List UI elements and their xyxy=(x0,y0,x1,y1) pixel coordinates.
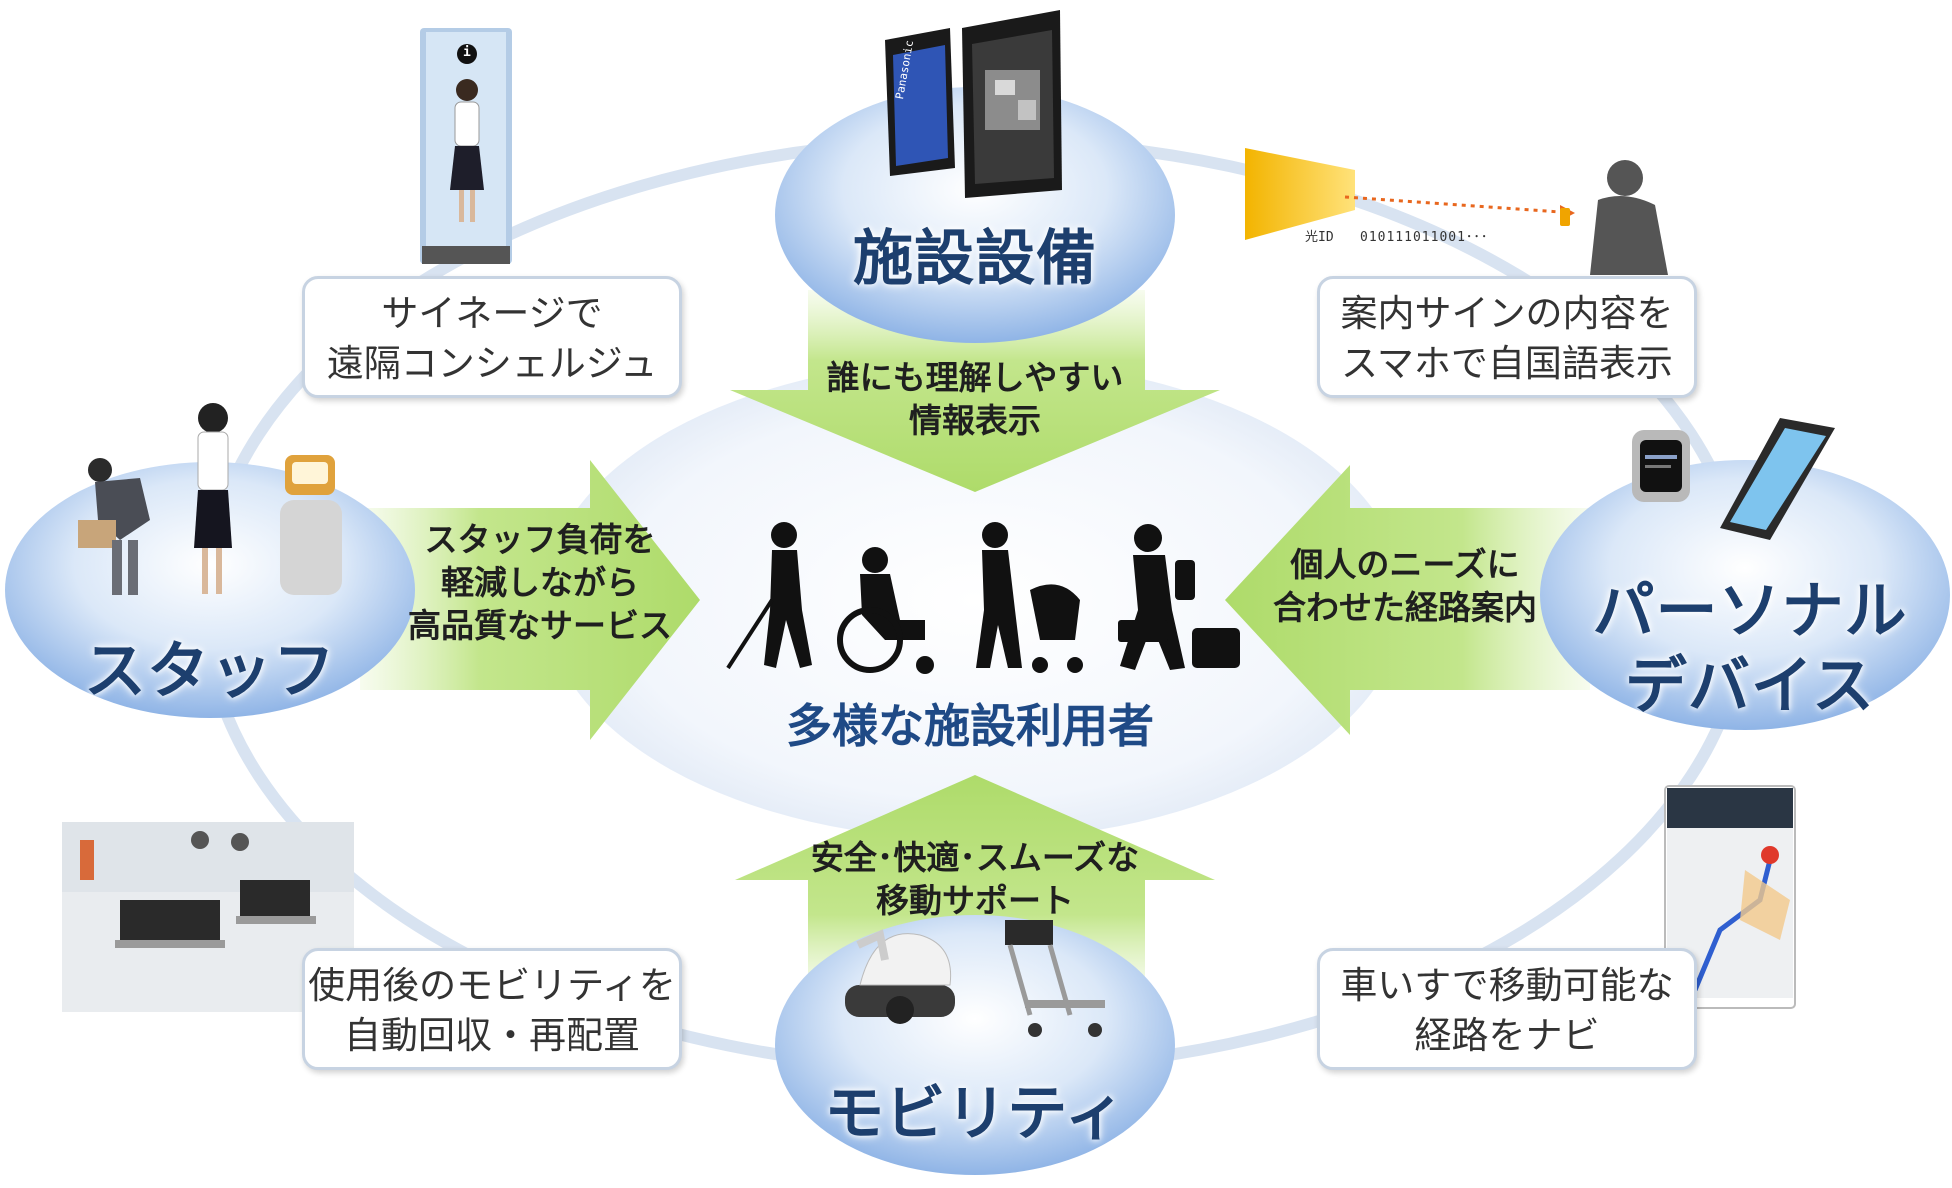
arrow-bottom-text: 安全･快適･スムーズな 移動サポート xyxy=(775,836,1175,922)
callout-signage-line2: 遠隔コンシェルジュ xyxy=(326,342,658,385)
arrow-top-text: 誰にも理解しやすい 情報表示 xyxy=(775,356,1175,442)
arrow-right-line2: 合わせた経路案内 xyxy=(1273,588,1537,627)
arrow-right xyxy=(1225,465,1590,735)
diverse-users-silhouettes xyxy=(726,522,1240,674)
arrow-top xyxy=(730,290,1220,492)
signage-concierge-illustration xyxy=(420,28,512,264)
light-id-illustration xyxy=(1245,148,1668,275)
center-title: 多様な施設利用者 xyxy=(786,699,1154,753)
callout-mobility-return-line1: 使用後のモビリティを xyxy=(308,964,676,1007)
callout-signage-line1: サイネージで xyxy=(381,292,603,335)
node-personal-label-line2: デバイス xyxy=(1624,649,1876,722)
arrow-left-line3: 高品質なサービス xyxy=(408,606,672,645)
node-personal-label-line1: パーソナル xyxy=(1592,574,1908,647)
info-glyph-icon: i xyxy=(463,45,471,60)
arrow-bottom xyxy=(735,775,1215,990)
callout-wheelchair-nav-line2: 経路をナビ xyxy=(1414,1014,1600,1057)
arrow-bottom-line1: 安全･快適･スムーズな xyxy=(810,838,1140,877)
arrow-bottom-line2: 移動サポート xyxy=(876,881,1074,920)
arrow-right-text: 個人のニーズに 合わせた経路案内 xyxy=(1255,543,1555,629)
callout-wheelchair-nav: 車いすで移動可能な 経路をナビ xyxy=(1317,948,1697,1070)
callout-signage: サイネージで 遠隔コンシェルジュ xyxy=(302,276,682,398)
staff-figures-illustration xyxy=(78,403,342,595)
arrow-top-line1: 誰にも理解しやすい xyxy=(826,358,1124,397)
arrow-right-line1: 個人のニーズに xyxy=(1290,545,1520,584)
personal-devices-illustration xyxy=(1632,418,1835,540)
light-id-label: 光ID xyxy=(1305,230,1334,245)
callout-wheelchair-nav-line1: 車いすで移動可能な xyxy=(1340,964,1674,1007)
callout-mobility-return: 使用後のモビリティを 自動回収・再配置 xyxy=(302,948,682,1070)
node-mobility-label: モビリティ xyxy=(824,1079,1126,1149)
callout-smartphone: 案内サインの内容を スマホで自国語表示 xyxy=(1317,276,1697,398)
light-id-bits: 010111011001･･･ xyxy=(1360,230,1489,245)
callout-smartphone-line2: スマホで自国語表示 xyxy=(1341,342,1673,385)
node-facility-label: 施設設備 xyxy=(853,224,1097,294)
facility-signboards-illustration xyxy=(885,10,1062,198)
arrow-left-line1: スタッフ負荷を xyxy=(424,520,656,559)
arrow-left-text: スタッフ負荷を 軽減しながら 高品質なサービス xyxy=(370,518,710,647)
callout-smartphone-line1: 案内サインの内容を xyxy=(1340,292,1674,335)
navigation-phone-illustration xyxy=(1664,785,1796,1009)
node-facility-ellipse xyxy=(775,87,1175,343)
node-staff-label: スタッフ xyxy=(83,634,336,707)
arrow-top-line2: 情報表示 xyxy=(909,401,1041,440)
arrow-left-line2: 軽減しながら xyxy=(441,563,639,602)
callout-mobility-return-line2: 自動回収・再配置 xyxy=(344,1014,640,1057)
arrow-left xyxy=(360,460,700,740)
node-personal-ellipse xyxy=(1540,460,1950,730)
mobility-devices-illustration xyxy=(845,920,1105,1037)
center-ellipse xyxy=(545,360,1405,840)
